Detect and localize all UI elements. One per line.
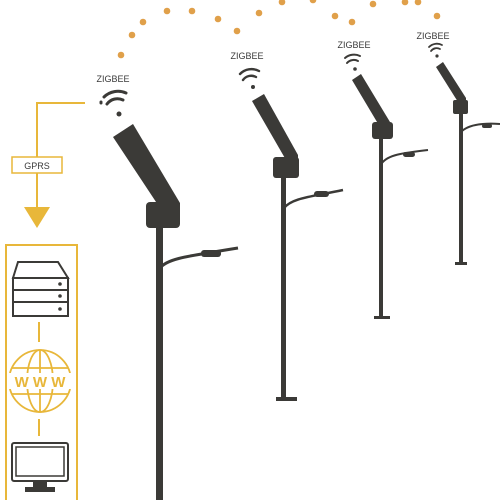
down-arrow-icon	[24, 207, 50, 228]
zigbee-node-2: ZIGBEE	[230, 51, 264, 89]
street-light-pole-3	[352, 74, 429, 319]
wifi-signal-icon	[344, 53, 361, 71]
zigbee-label-1: ZIGBEE	[96, 74, 129, 84]
wifi-signal-icon	[99, 89, 128, 117]
monitor-icon	[11, 442, 69, 492]
zigbee-label-2: ZIGBEE	[230, 51, 263, 61]
www-label: W W W	[15, 374, 67, 391]
wifi-signal-icon	[238, 67, 261, 89]
zigbee-signal-dots	[117, 0, 441, 59]
zigbee-node-3: ZIGBEE	[337, 40, 371, 71]
street-light-pole-4	[436, 62, 500, 265]
zigbee-node-4: ZIGBEE	[416, 31, 450, 58]
gprs-label: GPRS	[24, 161, 50, 171]
street-light-pole-2	[252, 94, 344, 401]
server-rack-icon	[11, 261, 70, 317]
gprs-connector: GPRS	[11, 102, 85, 228]
globe-icon	[7, 349, 73, 413]
zigbee-label-3: ZIGBEE	[337, 40, 370, 50]
backend-system-box: W W W	[5, 244, 78, 500]
zigbee-label-4: ZIGBEE	[416, 31, 449, 41]
street-light-pole-1	[113, 124, 239, 500]
wifi-signal-icon	[428, 42, 443, 58]
zigbee-node-1: ZIGBEE	[96, 74, 130, 117]
